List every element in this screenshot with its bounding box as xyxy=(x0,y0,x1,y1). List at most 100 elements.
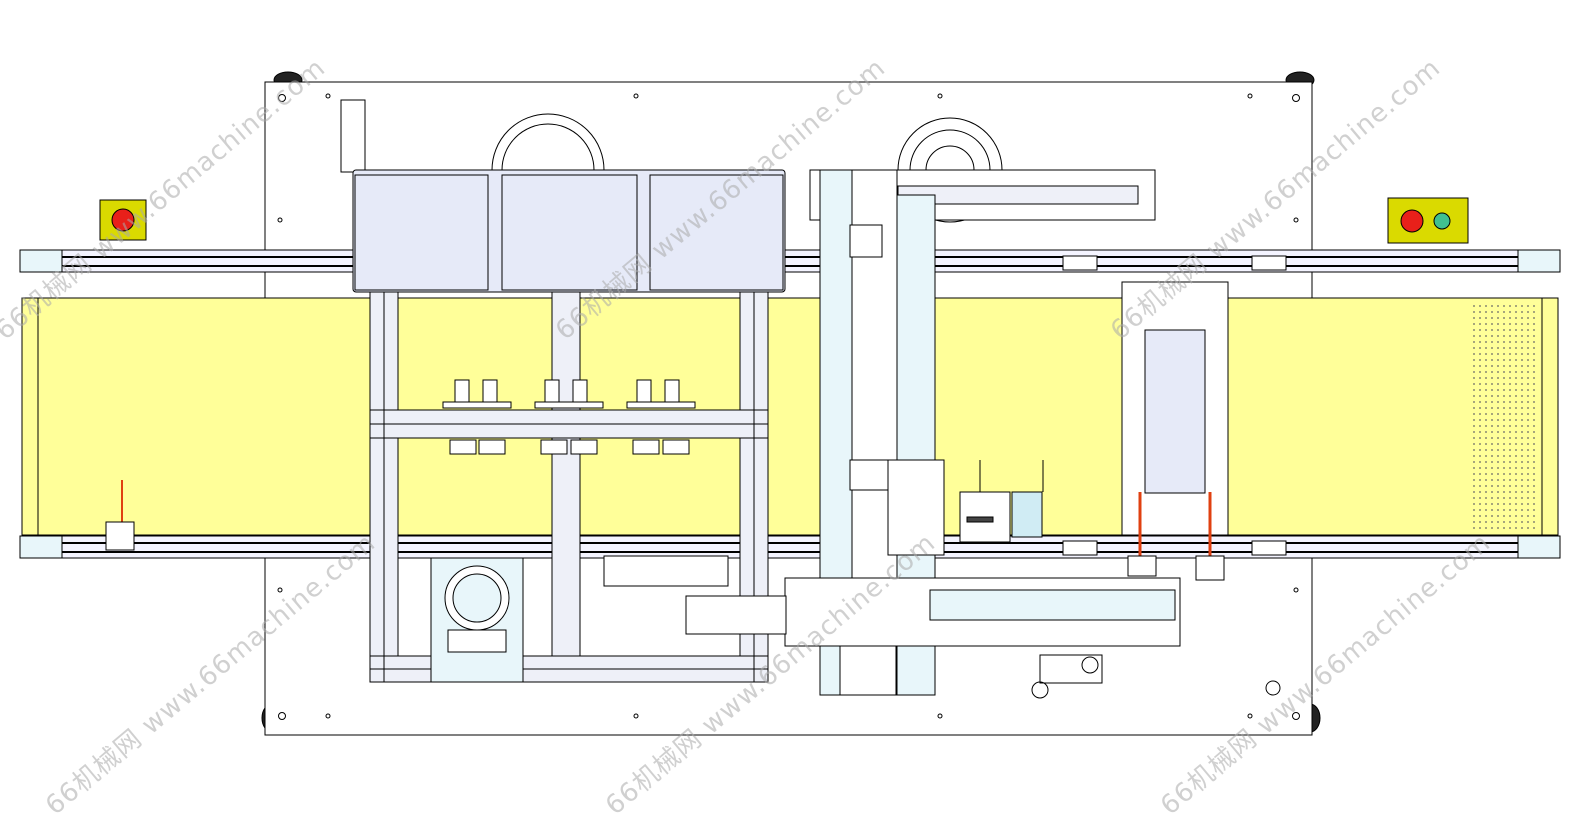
perforation-dot xyxy=(1515,395,1517,397)
perforation-dot xyxy=(1521,455,1523,457)
perforation-dot xyxy=(1533,371,1535,373)
perforation-dot xyxy=(1503,377,1505,379)
perforation-dot xyxy=(1521,323,1523,325)
perforation-dot xyxy=(1491,413,1493,415)
emergency-stop-button-right[interactable] xyxy=(1400,209,1424,233)
perforation-dot xyxy=(1485,467,1487,469)
perforation-dot xyxy=(1485,377,1487,379)
perforation-dot xyxy=(1479,371,1481,373)
perforation-dot xyxy=(1521,473,1523,475)
perforation-dot xyxy=(1485,347,1487,349)
perforation-dot xyxy=(1479,485,1481,487)
perforation-dot xyxy=(1473,419,1475,421)
perforation-dot xyxy=(1485,527,1487,529)
perforation-dot xyxy=(1521,317,1523,319)
perforation-dot xyxy=(1503,323,1505,325)
perforation-dot xyxy=(1503,521,1505,523)
perforation-dot xyxy=(1491,491,1493,493)
perforation-dot xyxy=(1533,341,1535,343)
perforation-dot xyxy=(1497,383,1499,385)
perforation-dot xyxy=(1473,305,1475,307)
perforation-dot xyxy=(1491,311,1493,313)
perforation-dot xyxy=(1509,521,1511,523)
perforation-dot xyxy=(1533,437,1535,439)
perforation-dot xyxy=(1503,359,1505,361)
perforation-dot xyxy=(1473,527,1475,529)
perforation-dot xyxy=(1479,425,1481,427)
perforation-dot xyxy=(1497,365,1499,367)
perforation-dot xyxy=(1509,389,1511,391)
perforation-dot xyxy=(1485,305,1487,307)
perforation-dot xyxy=(1515,485,1517,487)
perforation-dot xyxy=(1509,479,1511,481)
perforation-dot xyxy=(1527,347,1529,349)
perforation-dot xyxy=(1503,437,1505,439)
perforation-dot xyxy=(1509,437,1511,439)
perforation-dot xyxy=(1521,341,1523,343)
perforation-dot xyxy=(1521,449,1523,451)
perforation-dot xyxy=(1479,449,1481,451)
perforation-dot xyxy=(1497,317,1499,319)
perforation-dot xyxy=(1509,383,1511,385)
emergency-stop-button[interactable] xyxy=(111,208,135,232)
perforation-dot xyxy=(1509,317,1511,319)
perforation-dot xyxy=(1491,455,1493,457)
perforation-dot xyxy=(1521,467,1523,469)
brackets xyxy=(1062,255,1287,556)
perforation-dot xyxy=(1527,353,1529,355)
perforation-dot xyxy=(1497,527,1499,529)
perforation-dot xyxy=(1503,503,1505,505)
perforation-dot xyxy=(1527,335,1529,337)
gripper-head xyxy=(959,460,1044,543)
perforation-dot xyxy=(1485,401,1487,403)
perforation-dot xyxy=(1473,491,1475,493)
perforation-dot xyxy=(1473,461,1475,463)
perforation-dot xyxy=(1527,515,1529,517)
perforation-dot xyxy=(1473,455,1475,457)
perforation-dot xyxy=(1497,311,1499,313)
perforation-dot xyxy=(1485,419,1487,421)
perforation-dot xyxy=(1509,461,1511,463)
perforation-dot xyxy=(1473,515,1475,517)
perforation-dot xyxy=(1533,491,1535,493)
perforation-dot xyxy=(1533,413,1535,415)
perforation-dot xyxy=(1491,497,1493,499)
perforation-dot xyxy=(1521,383,1523,385)
perforation-dot xyxy=(1521,371,1523,373)
perforation-dot xyxy=(1497,521,1499,523)
perforation-dot xyxy=(1485,431,1487,433)
perforation-dot xyxy=(1485,407,1487,409)
part-label-plate xyxy=(966,516,994,523)
perforation-dot xyxy=(1479,377,1481,379)
perforation-dot xyxy=(1497,413,1499,415)
perforation-dot xyxy=(1485,449,1487,451)
perforation-dot xyxy=(1515,341,1517,343)
start-button[interactable] xyxy=(1433,212,1451,230)
perforation-dot xyxy=(1497,479,1499,481)
perforation-dot xyxy=(1503,419,1505,421)
perforation-dot xyxy=(1527,497,1529,499)
perforation-dot xyxy=(1497,473,1499,475)
perforation-dot xyxy=(1479,437,1481,439)
perforation-dot xyxy=(1485,353,1487,355)
perforation-dot xyxy=(1479,473,1481,475)
perforation-dot xyxy=(1491,365,1493,367)
perforation-dot xyxy=(1515,371,1517,373)
perforation-dot xyxy=(1527,311,1529,313)
perforation-dot xyxy=(1509,305,1511,307)
perforation-dot xyxy=(1491,335,1493,337)
perforation-dot xyxy=(1509,455,1511,457)
perforation-dot xyxy=(1521,347,1523,349)
perforation-dot xyxy=(1515,407,1517,409)
perforation-dot xyxy=(1527,521,1529,523)
perforation-dot xyxy=(1503,371,1505,373)
perforation-dot xyxy=(1521,461,1523,463)
perforation-dot xyxy=(1479,347,1481,349)
emergency-stop-box-left xyxy=(99,199,147,241)
perforation-dot xyxy=(1533,347,1535,349)
perforation-dot xyxy=(1527,437,1529,439)
perforation-dot xyxy=(1515,377,1517,379)
perforation-dot xyxy=(1479,317,1481,319)
perforation-dot xyxy=(1509,515,1511,517)
perforation-dot xyxy=(1473,317,1475,319)
